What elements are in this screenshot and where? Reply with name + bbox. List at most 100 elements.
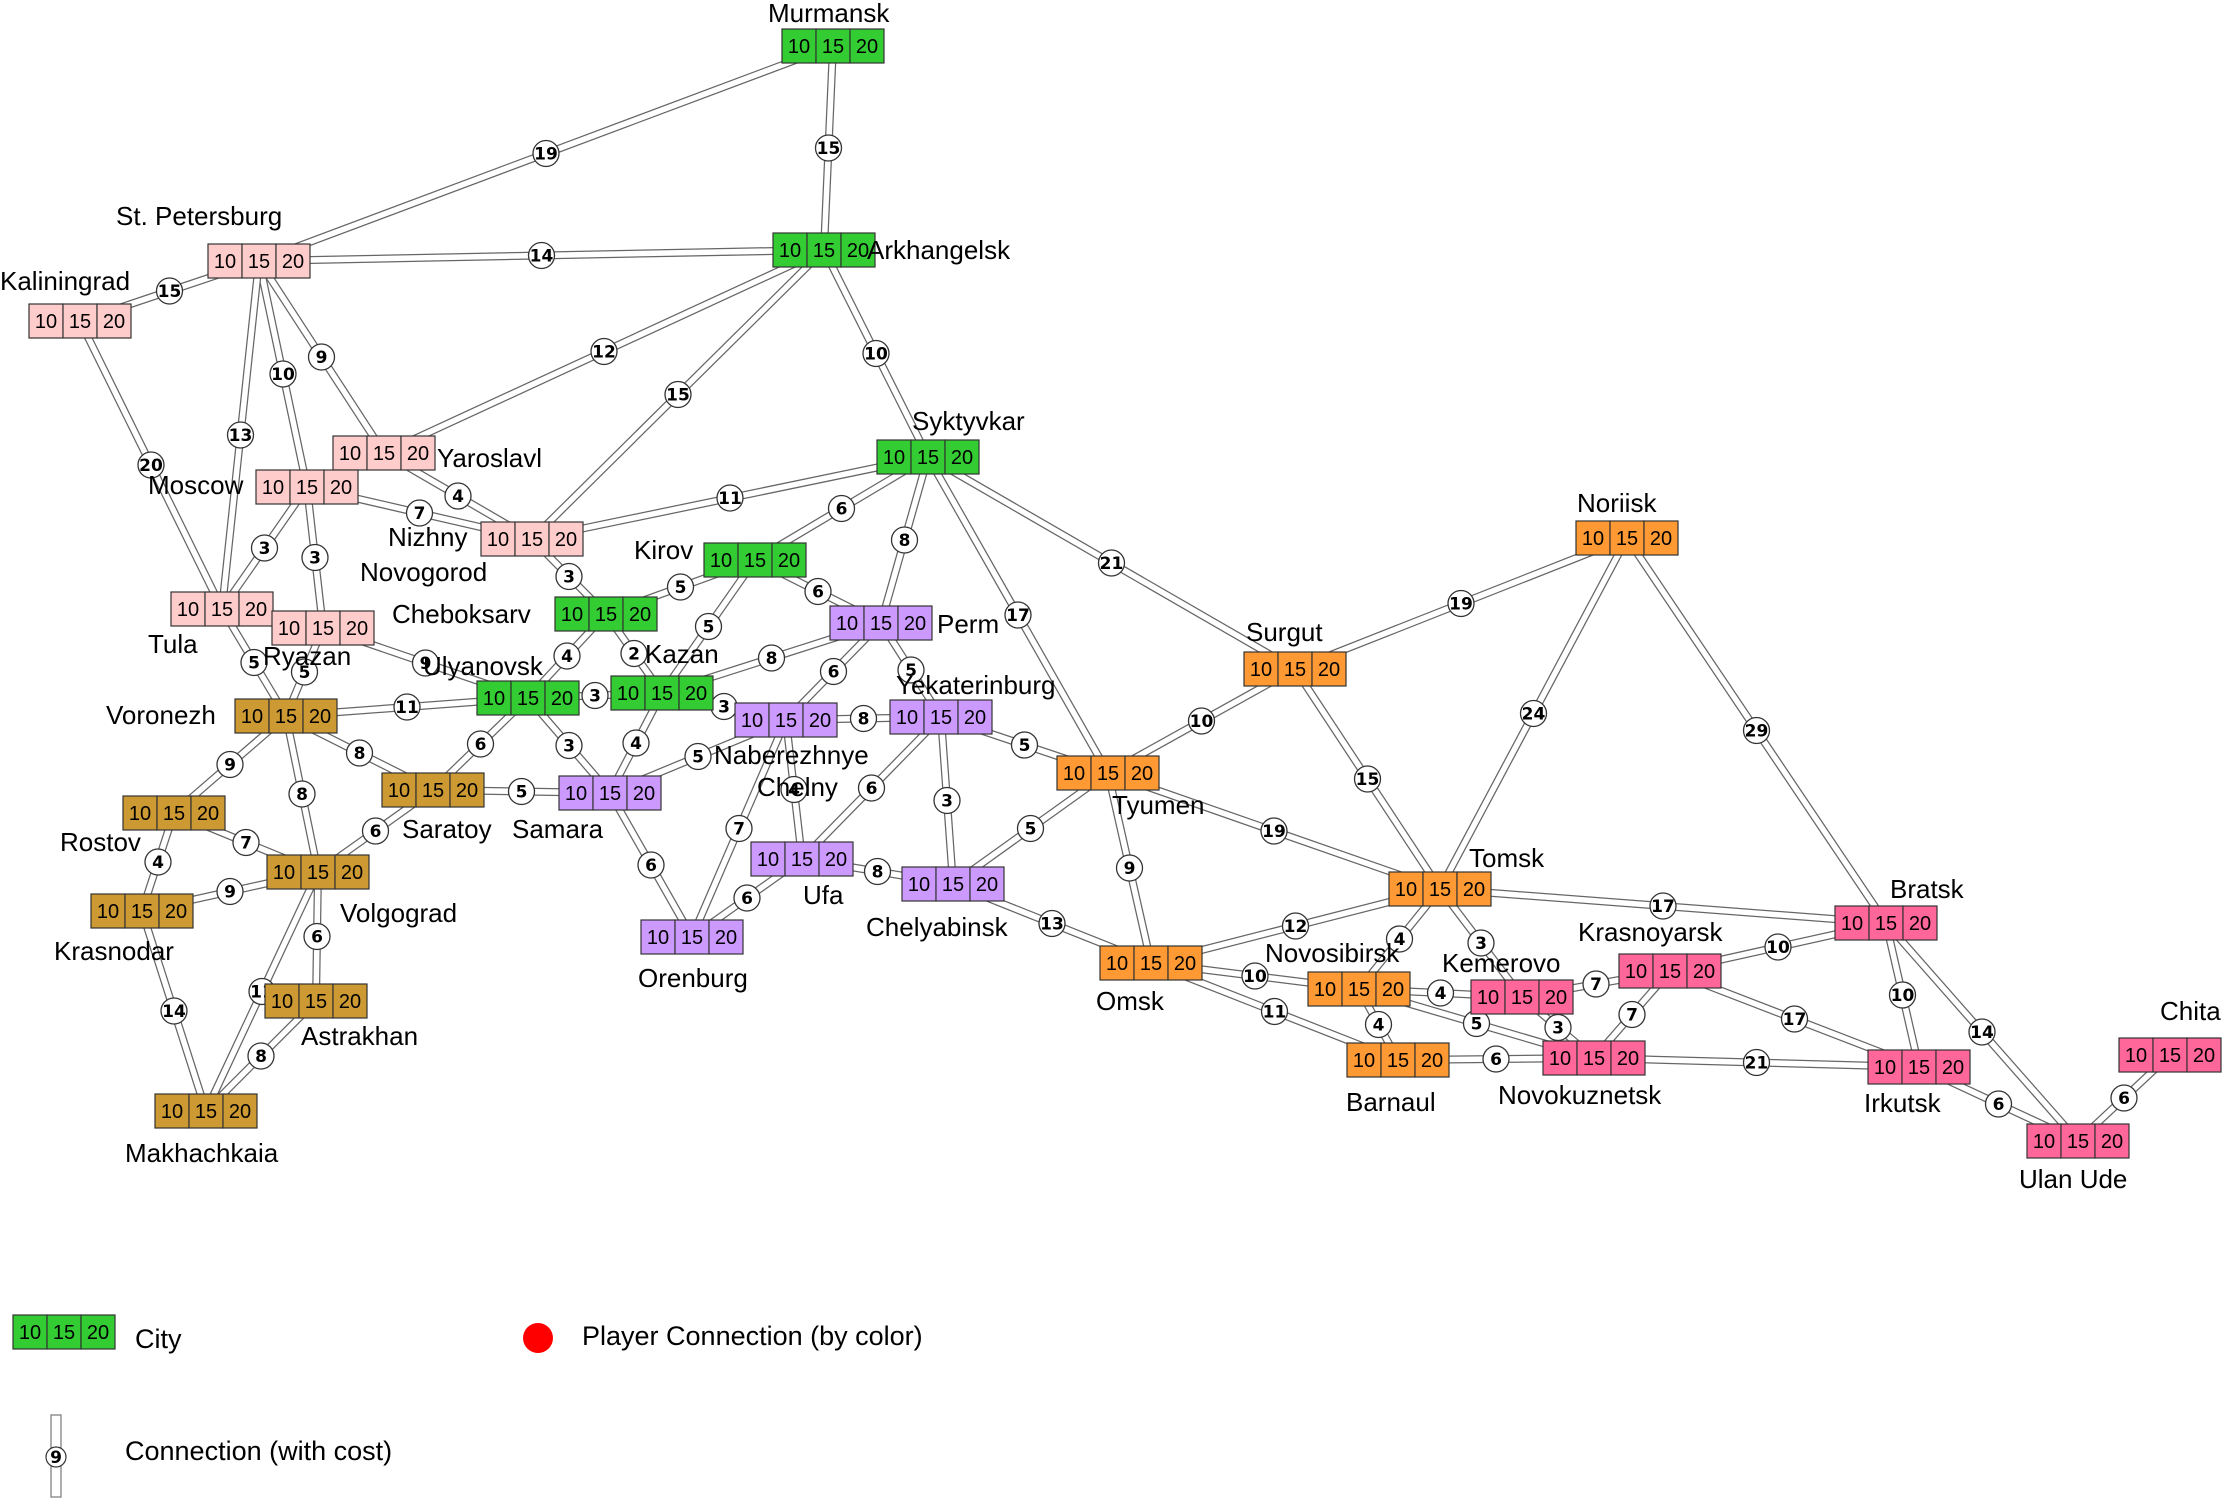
city-slot[interactable] (1380, 1042, 1416, 1078)
connection-naberezhnye-ufa[interactable]: 4 (780, 719, 808, 860)
city-slot[interactable] (302, 698, 338, 734)
city-slot[interactable] (266, 854, 302, 890)
connection-stpetersburg-yaroslavl[interactable]: 9 (255, 258, 388, 456)
city-slot[interactable] (1414, 1042, 1450, 1078)
city-slot[interactable] (1346, 1042, 1382, 1078)
city-slot[interactable] (1643, 520, 1679, 556)
city-slot[interactable] (592, 775, 628, 811)
city-slot[interactable] (1610, 1040, 1646, 1076)
city-slot[interactable] (1133, 945, 1169, 981)
city-slot[interactable] (124, 893, 160, 929)
city-slot[interactable] (901, 866, 937, 902)
city-slot[interactable] (204, 591, 240, 627)
city-slot[interactable] (415, 772, 451, 808)
connection-arkhangelsk-yaroslavl[interactable]: 12 (382, 246, 826, 457)
city-slot[interactable] (268, 698, 304, 734)
connection-arkhangelsk-syktyvkar[interactable]: 10 (820, 248, 932, 459)
connection-volgograd-makhachkala[interactable]: 11 (202, 870, 322, 1113)
city-slot[interactable] (90, 893, 126, 929)
city-slot[interactable] (544, 680, 580, 716)
connection-chelyabinsk-tyumen[interactable]: 5 (950, 769, 1111, 888)
connection-yekaterinburg-chelyabinsk[interactable]: 3 (933, 716, 961, 885)
city-slot[interactable] (910, 439, 946, 475)
city-slot[interactable] (241, 243, 277, 279)
city-slot[interactable] (944, 439, 980, 475)
connection-tula-voronezh[interactable]: 5 (218, 606, 290, 719)
city-slot[interactable] (829, 605, 865, 641)
city-slot[interactable] (1311, 651, 1347, 687)
city-slot[interactable] (1124, 755, 1160, 791)
city-slot[interactable] (2060, 1123, 2096, 1159)
city-slot[interactable] (271, 610, 307, 646)
city-slot[interactable] (703, 542, 739, 578)
city-slot[interactable] (750, 841, 786, 877)
connection-tyumen-tomsk[interactable]: 19 (1106, 769, 1442, 893)
city-slot[interactable] (366, 435, 402, 471)
city-slot[interactable] (2026, 1123, 2062, 1159)
city-slot[interactable] (889, 699, 925, 735)
city-slot[interactable] (190, 795, 226, 831)
city-slot[interactable] (548, 521, 584, 557)
city-slot[interactable] (1456, 871, 1492, 907)
city-slot[interactable] (818, 841, 854, 877)
connection-volgograd-astrakhan[interactable]: 6 (303, 871, 331, 1002)
city-slot[interactable] (476, 680, 512, 716)
city-slot[interactable] (238, 591, 274, 627)
city-slot[interactable] (802, 702, 838, 738)
city-slot[interactable] (1341, 971, 1377, 1007)
city-slot[interactable] (897, 605, 933, 641)
city-slot[interactable] (1375, 971, 1411, 1007)
connection-tomsk-kemerovo[interactable]: 3 (1436, 886, 1526, 1000)
city-slot[interactable] (1056, 755, 1092, 791)
city-slot[interactable] (784, 841, 820, 877)
connection-syktyvkar-tyumen[interactable]: 17 (924, 455, 1112, 775)
city-slot[interactable] (1504, 979, 1540, 1015)
city-slot[interactable] (510, 680, 546, 716)
connection-astrakhan-makhachkala[interactable]: 8 (203, 998, 319, 1114)
city-slot[interactable] (772, 232, 808, 268)
city-slot[interactable] (674, 919, 710, 955)
connection-moscow-tula[interactable]: 3 (218, 484, 311, 612)
city-slot[interactable] (323, 469, 359, 505)
city-slot[interactable] (1609, 520, 1645, 556)
city-slot[interactable] (234, 698, 270, 734)
city-slot[interactable] (154, 1093, 190, 1129)
connection-syktyvkar-surgut[interactable]: 21 (925, 453, 1298, 673)
city-slot[interactable] (1618, 953, 1654, 989)
city-slot[interactable] (514, 521, 550, 557)
city-slot[interactable] (708, 919, 744, 955)
city-slot[interactable] (449, 772, 485, 808)
city-slot[interactable] (96, 303, 132, 339)
city-slot[interactable] (1470, 979, 1506, 1015)
connection-noriisk-tomsk[interactable]: 24 (1436, 536, 1631, 891)
city-slot[interactable] (1243, 651, 1279, 687)
city-slot[interactable] (1935, 1049, 1971, 1085)
city-slot[interactable] (644, 675, 680, 711)
connection-arkhangelsk-nizhny[interactable]: 15 (529, 247, 827, 542)
city-slot[interactable] (480, 521, 516, 557)
connection-moscow-ryazan[interactable]: 3 (301, 486, 329, 629)
city-slot[interactable] (28, 303, 64, 339)
city-slot[interactable] (1834, 905, 1870, 941)
city-slot[interactable] (298, 983, 334, 1019)
